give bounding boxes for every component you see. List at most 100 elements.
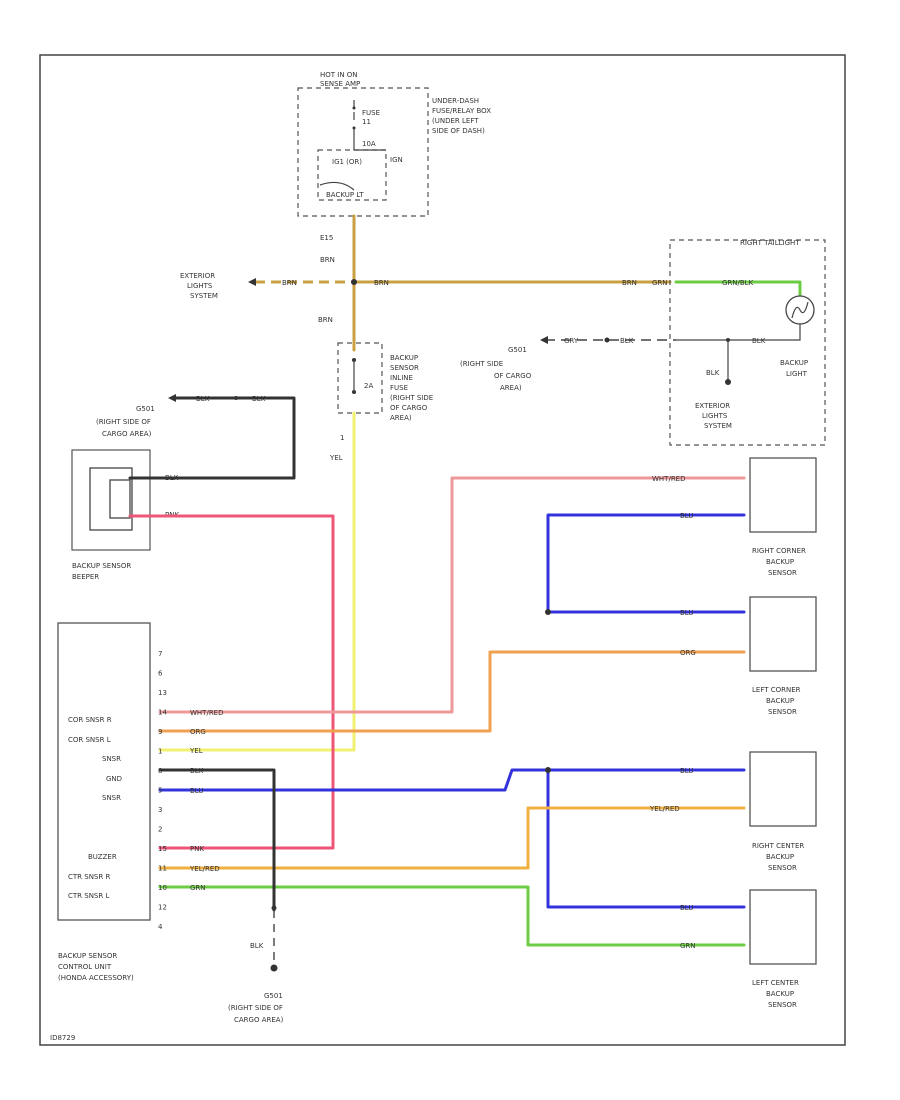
cu-w-org: ORG <box>190 728 206 736</box>
beeper-body <box>89 467 133 531</box>
brn-left-label: BRN <box>282 279 297 287</box>
cu-l2: CONTROL UNIT <box>58 963 112 971</box>
blu-center-splice <box>545 767 551 773</box>
hot-label2: SENSE AMP <box>320 80 360 88</box>
splice-dot <box>351 279 357 285</box>
pin-label-snsr: SNSR <box>102 755 121 763</box>
g-left-dot <box>234 396 238 400</box>
g-bottom-l2: CARGO AREA) <box>234 1016 284 1024</box>
g-left-w2: BLK <box>252 395 266 403</box>
blu2-label: BLU <box>680 609 693 617</box>
inline-fuse-l4: FUSE <box>390 384 408 392</box>
blk-gnd-dot <box>271 905 277 911</box>
fuse-box-label-4: SIDE OF DASH) <box>432 127 485 135</box>
inline-fuse-l7: AREA) <box>390 414 412 422</box>
ext-left-2: LIGHTS <box>187 282 213 290</box>
footer-code: ID8729 <box>50 1034 75 1042</box>
pin-label-cor-r: COR SNSR R <box>68 716 112 724</box>
g-right-w2: BLK <box>620 337 634 345</box>
hot-label: HOT IN ON <box>320 71 358 79</box>
g-left-arrow <box>168 394 176 402</box>
lce-l2: BACKUP <box>766 990 794 998</box>
relay-label: IGN <box>390 156 403 164</box>
blu-wire-center-branch <box>546 768 746 909</box>
pin-number: 8 <box>158 767 162 775</box>
fuse-box-label-1: UNDER-DASH <box>432 97 479 105</box>
taillight-blk2: BLK <box>752 337 766 345</box>
fuse-box-inner-line <box>353 128 386 151</box>
pin-number: 5 <box>158 787 162 795</box>
pin-number: 2 <box>158 826 162 834</box>
backup-lt-label: BACKUP LT <box>326 191 364 199</box>
beeper-blk-wire <box>128 396 296 480</box>
cu-w-blk: BLK <box>190 767 204 775</box>
cu-w-blu: BLU <box>190 787 203 795</box>
blu3-label: BLU <box>680 767 693 775</box>
yelred-label-sensor: YEL/RED <box>649 805 680 813</box>
inline-fuse-l2: SENSOR <box>390 364 419 372</box>
yel-wire <box>158 411 356 752</box>
inline-fuse-l3: INLINE <box>390 374 413 382</box>
fuse-amps: 10A <box>362 140 376 148</box>
lc-sensor-box <box>749 596 817 672</box>
taillight-blk: BLK <box>706 369 720 377</box>
fuse-box-outline <box>297 87 429 217</box>
pin-label-snsr2: SNSR <box>102 794 121 802</box>
rce-sensor-box <box>749 751 817 827</box>
whtred-label-sensor: WHT/RED <box>652 475 686 483</box>
pin-number: 15 <box>158 845 167 853</box>
pin-label-ctr-l: CTR SNSR L <box>68 892 109 900</box>
lce-sensor-box <box>749 889 817 965</box>
rce-l2: BACKUP <box>766 853 794 861</box>
g-right-l2: OF CARGO <box>494 372 532 380</box>
lc-l2: BACKUP <box>766 697 794 705</box>
g-left-l2: CARGO AREA) <box>102 430 152 438</box>
pin-number: 14 <box>158 709 167 717</box>
blu4-label: BLU <box>680 904 693 912</box>
inline-fuse: 2A BACKUP SENSOR INLINE FUSE (RIGHT SIDE… <box>329 342 433 462</box>
right-center-sensor: RIGHT CENTER BACKUP SENSOR <box>749 751 817 872</box>
cu-l1: BACKUP SENSOR <box>58 952 117 960</box>
splice-e15: E15 <box>320 234 333 242</box>
g-bottom-w: BLK <box>250 942 264 950</box>
taillight-outline <box>669 239 826 446</box>
inline-fuse-box <box>337 342 383 414</box>
pin-number: 9 <box>158 728 162 736</box>
beeper-l2: BEEPER <box>72 573 99 581</box>
beeper-pnk-wire <box>128 514 335 850</box>
inline-fuse-num: 1 <box>340 434 344 442</box>
cu-l3: (HONDA ACCESSORY) <box>58 974 134 982</box>
bulb-filament <box>791 301 809 319</box>
blk-gnd-wire <box>158 768 276 912</box>
lce-l3: SENSOR <box>768 1001 797 1009</box>
ign-label: IG1 (OR) <box>332 158 362 166</box>
rc-l2: BACKUP <box>766 558 794 566</box>
taillight-ext3: SYSTEM <box>704 422 732 430</box>
left-center-sensor: LEFT CENTER BACKUP SENSOR <box>749 889 817 1009</box>
inline-fuse-l1: BACKUP <box>390 354 418 362</box>
lc-l1: LEFT CORNER <box>752 686 801 694</box>
lc-l3: SENSOR <box>768 708 797 716</box>
g-right-arrow <box>540 336 548 344</box>
blu-wire-corner <box>546 513 746 614</box>
g-right-dot <box>604 337 610 343</box>
fuse-box-label-2: FUSE/RELAY BOX <box>432 107 491 115</box>
pin-number: 11 <box>158 865 167 873</box>
fuse-relay-box: HOT IN ON SENSE AMP UNDER-DASH FUSE/RELA… <box>297 71 491 217</box>
relay-arc <box>319 181 355 191</box>
pin-label-cor-l: COR SNSR L <box>68 736 111 744</box>
g-left-id: G501 <box>136 405 155 413</box>
rc-l3: SENSOR <box>768 569 797 577</box>
g-right-id: G501 <box>508 346 527 354</box>
lce-l1: LEFT CENTER <box>752 979 799 987</box>
pin-number: 4 <box>158 923 163 931</box>
rc-sensor-box <box>749 457 817 533</box>
grnblk-label: GRN/BLK <box>722 279 754 287</box>
inline-fuse-amp: 2A <box>364 382 373 390</box>
bulb-ground-line <box>676 324 801 341</box>
g-right-l1: (RIGHT SIDE <box>460 360 503 368</box>
org-label-sensor: ORG <box>680 649 696 657</box>
pin-number: 7 <box>158 650 162 658</box>
